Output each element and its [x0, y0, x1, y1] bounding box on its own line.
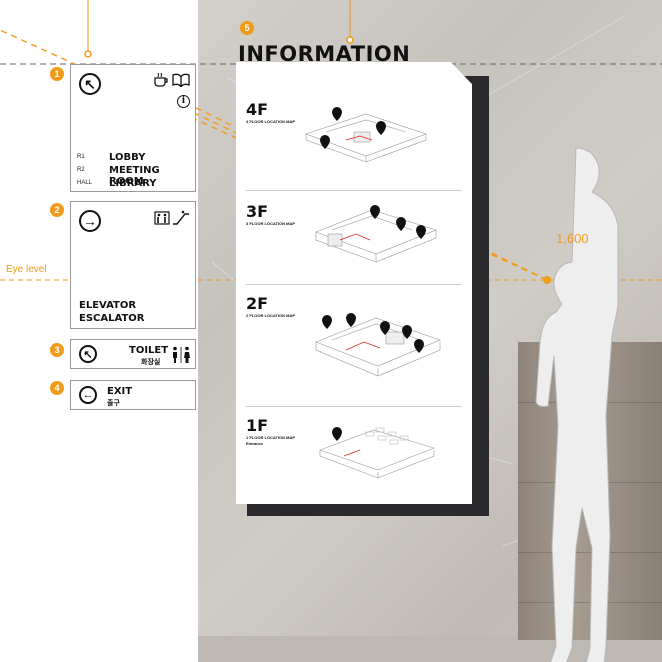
floor-sub: 4 FLOOR LOCATION MAP [246, 119, 296, 124]
elevator-label: ELEVATOR [79, 300, 137, 311]
marker-3: 3 [50, 343, 64, 357]
room-code: R2 [77, 167, 85, 173]
floor-section-3f: 3F 3 FLOOR LOCATION MAP [246, 202, 466, 227]
toilet-label: TOILET [129, 345, 169, 356]
information-title: INFORMATION [238, 42, 411, 66]
location-pins [320, 107, 426, 441]
elevator-escalator-icon [154, 210, 189, 225]
arrow-up-left-icon: ↖ [79, 73, 101, 95]
escalator-label: ESCALATOR [79, 313, 145, 324]
arrow-left-icon: ← [79, 386, 97, 404]
floor-sub: 3 FLOOR LOCATION MAP [246, 221, 296, 226]
arrow-up-left-icon: ↖ [79, 345, 97, 363]
marker-5: 5 [240, 21, 254, 35]
room-label: LOBBY [109, 152, 146, 163]
toilet-sub-label: 화장실 [141, 359, 161, 366]
floor-label: 3F [246, 202, 269, 221]
iso-maps [305, 107, 441, 479]
exit-label: EXIT [107, 386, 133, 397]
marker-1: 1 [50, 67, 64, 81]
arrow-right-icon: → [79, 210, 101, 232]
floor-base [198, 636, 662, 662]
sign-toilet: ↖ TOILET 화장실 [70, 339, 196, 369]
sign-exit: ← EXIT 출구 [70, 380, 196, 410]
floor-directory-board: 4F 4 FLOOR LOCATION MAP 3F 3 FLOOR LOCAT… [236, 62, 472, 504]
room-label: MEETING ROOM [109, 165, 160, 187]
exit-sub-label: 출구 [107, 400, 120, 407]
room-code: HALL [77, 180, 93, 186]
person-silhouette [535, 147, 619, 662]
floor-label: 1F [246, 416, 269, 435]
floor-sub: 2 FLOOR LOCATION MAP [246, 313, 296, 318]
coffee-book-icon [154, 72, 190, 87]
floor-section-2f: 2F 2 FLOOR LOCATION MAP [246, 294, 466, 319]
floor-sub-entrance: Entrance [246, 441, 264, 446]
room-code: R1 [77, 154, 85, 160]
floor-label: 2F [246, 294, 269, 313]
info-icon: i [177, 95, 190, 108]
marker-2: 2 [50, 203, 64, 217]
floor-section-4f: 4F 4 FLOOR LOCATION MAP [246, 100, 466, 125]
floor-section-1f: 1F 1 FLOOR LOCATION MAP Entrance [246, 416, 466, 447]
height-label: 1,600 [556, 231, 589, 246]
floor-sub: 1 FLOOR LOCATION MAP [246, 435, 296, 440]
floor-label: 4F [246, 100, 269, 119]
toilet-icon [173, 346, 190, 363]
sign-elevator-escalator: → ELEVATOR ESCALATOR [70, 201, 196, 329]
sign-lobby-meeting-library: ↖ i R1 LOBBY R2 MEETING ROOM HALL LIBRAR… [70, 64, 196, 192]
eye-level-label: Eye level [6, 264, 47, 275]
marker-4: 4 [50, 381, 64, 395]
room-label: LIBRARY [109, 178, 157, 189]
